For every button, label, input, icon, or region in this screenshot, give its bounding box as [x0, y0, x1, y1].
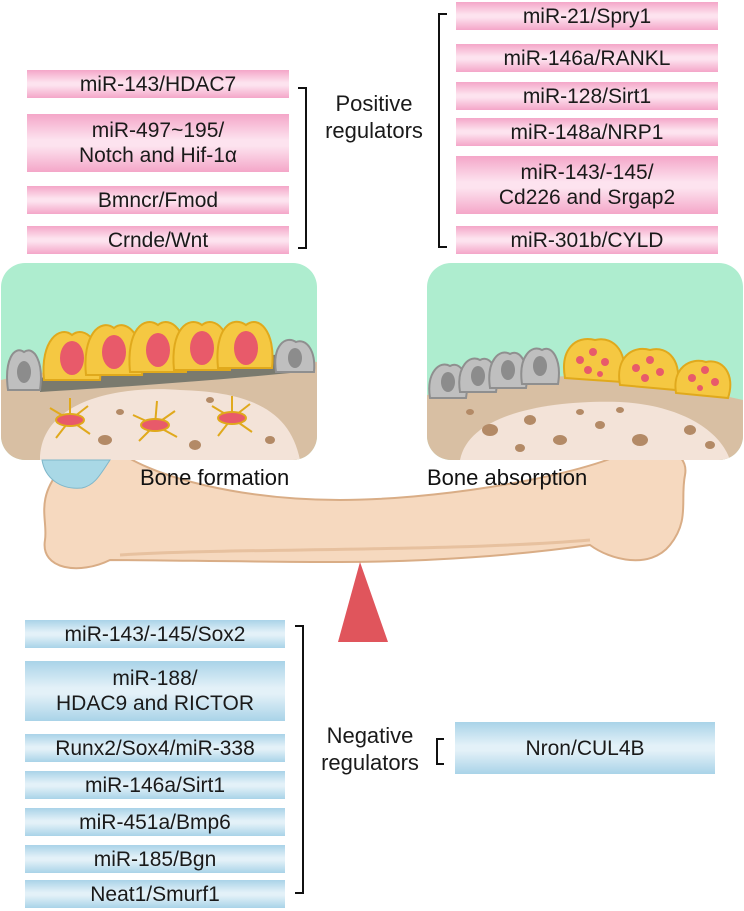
- regulator-box: Crnde/Wnt: [27, 226, 289, 254]
- bone-beam: [43, 432, 687, 570]
- bone-formation-caption: Bone formation: [140, 465, 290, 490]
- regulator-box: Bmncr/Fmod: [27, 186, 289, 214]
- regulator-box: miR-185/Bgn: [25, 845, 285, 873]
- regulator-box: Nron/CUL4B: [455, 722, 715, 774]
- bone-absorption-panel: [427, 263, 743, 460]
- cartilage: [41, 459, 111, 489]
- positive-regulators-label: Positive regulators: [325, 91, 423, 143]
- regulator-box: miR-143/-145/ Cd226 and Srgap2: [456, 156, 718, 214]
- bone-absorption-caption: Bone absorption: [427, 465, 588, 490]
- regulator-box: Neat1/Smurf1: [25, 880, 285, 908]
- regulator-box: miR-143/HDAC7: [27, 70, 289, 98]
- bone-formation-panel: [1, 263, 317, 460]
- regulator-box: miR-128/Sirt1: [456, 82, 718, 110]
- regulator-box: miR-21/Spry1: [456, 2, 718, 30]
- regulator-box: miR-146a/RANKL: [456, 44, 718, 72]
- regulator-box: miR-301b/CYLD: [456, 226, 718, 254]
- regulator-box: miR-497~195/ Notch and Hif-1α: [27, 114, 289, 172]
- regulator-box: miR-188/ HDAC9 and RICTOR: [25, 661, 285, 721]
- regulator-box: miR-451a/Bmp6: [25, 808, 285, 836]
- regulator-box: miR-146a/Sirt1: [25, 771, 285, 799]
- regulator-box: Runx2/Sox4/miR-338: [25, 734, 285, 762]
- regulator-box: miR-143/-145/Sox2: [25, 620, 285, 648]
- negative-regulators-label: Negative regulators: [321, 723, 419, 775]
- brackets: [295, 13, 447, 894]
- fulcrum: [338, 562, 388, 642]
- regulator-box: miR-148a/NRP1: [456, 118, 718, 146]
